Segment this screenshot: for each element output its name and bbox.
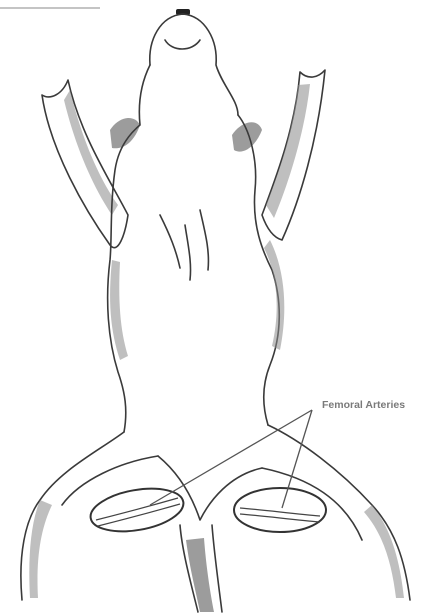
left-flank-shade (110, 260, 128, 360)
left-hindleg-shade (29, 500, 52, 598)
right-foreleg-shade (266, 84, 310, 218)
tail-shade (186, 538, 214, 612)
jaw-line (165, 40, 200, 49)
head-outline (150, 14, 238, 115)
right-femoral-artery (240, 508, 320, 522)
femoral-arteries-label: Femoral Arteries (322, 399, 405, 411)
left-shoulder-shade (110, 118, 140, 148)
left-femoral-ring (87, 482, 187, 538)
right-shoulder-shade (232, 122, 262, 151)
right-femoral-ring (234, 488, 326, 532)
left-foreleg-shade (64, 90, 118, 215)
chest-fur (160, 210, 208, 280)
right-flank-shade (264, 240, 284, 350)
pelvis-outline (158, 456, 262, 520)
